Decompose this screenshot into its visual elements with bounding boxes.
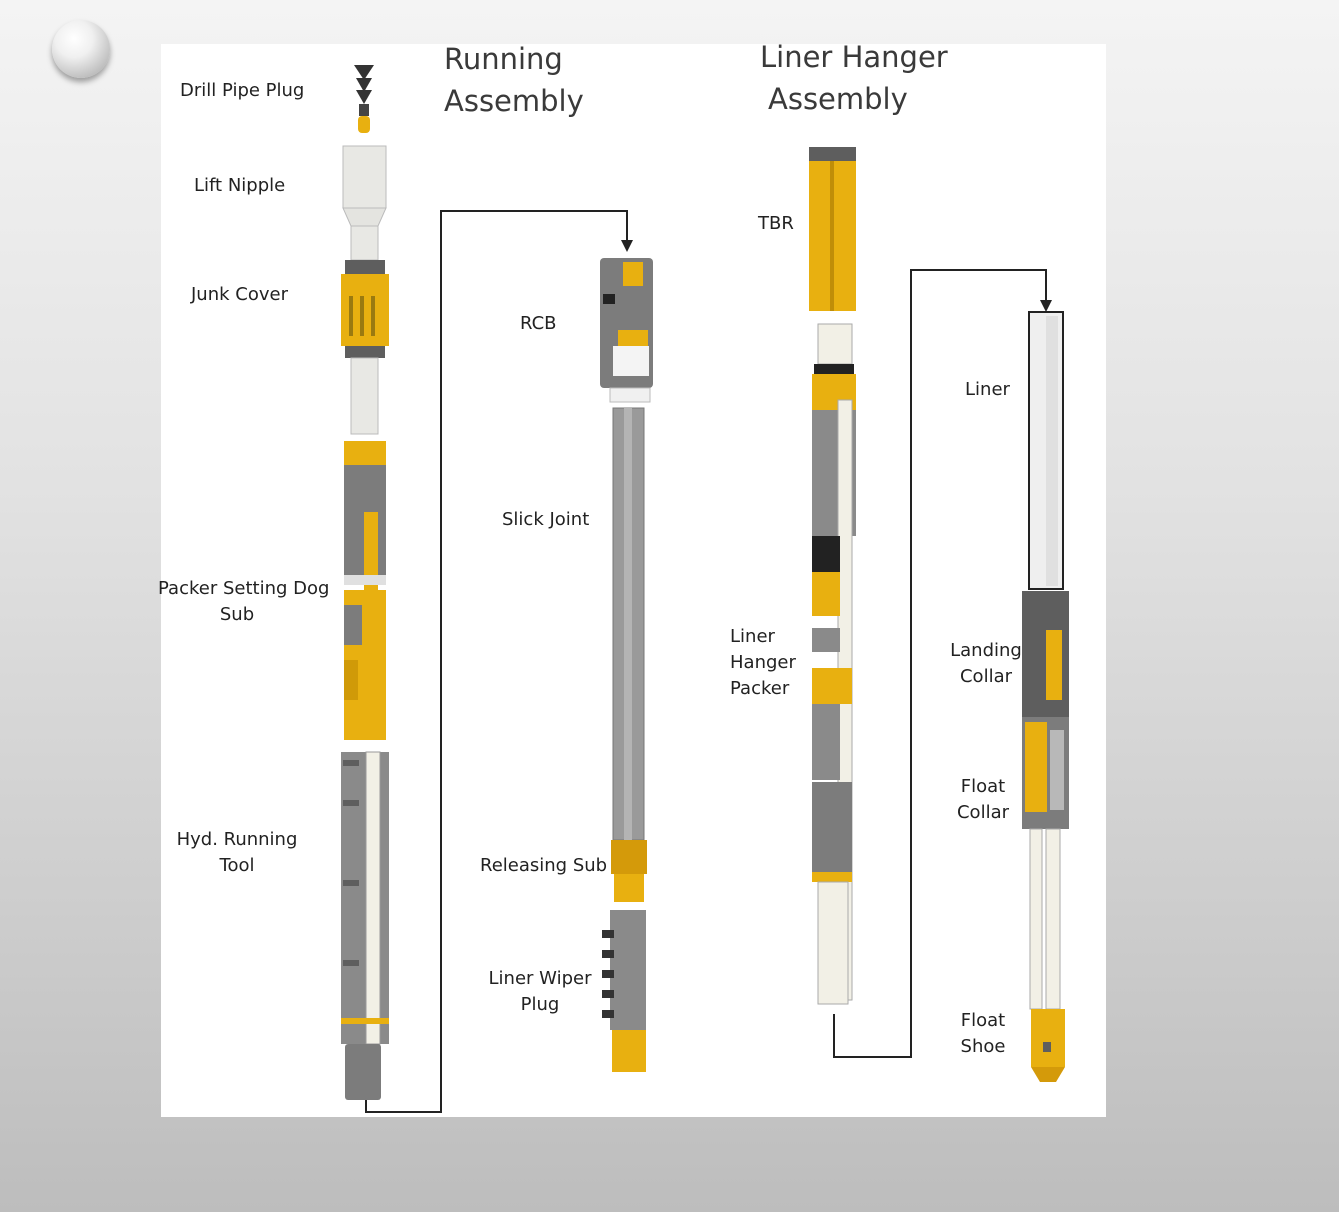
landing-collar-part (1022, 591, 1069, 717)
label-float-shoe-line-2: Shoe (960, 1036, 1006, 1057)
label-rcb: RCB (520, 313, 557, 334)
label-hyd-line-1: Hyd. Running (176, 829, 298, 850)
label-packer-setting-dog-sub: Packer Setting Dog Sub (158, 576, 330, 628)
label-packer-line-1: Packer Setting Dog (158, 578, 330, 599)
label-landing-line-2: Collar (959, 666, 1012, 687)
label-liner-wiper-plug: Liner Wiper Plug (484, 966, 596, 1018)
liner-hanger-assembly-heading: Liner Hanger Assembly (760, 36, 948, 120)
rcb-part (600, 258, 653, 403)
slick-joint-part (612, 407, 645, 841)
liner-hanger-heading-line-1: Liner Hanger (760, 40, 948, 74)
label-landing-line-1: Landing (950, 640, 1022, 661)
releasing-sub-part (611, 840, 647, 902)
connector-running-to-rcb (365, 210, 633, 1113)
label-lhp-line-2: Hanger (730, 652, 796, 673)
tbr-part (809, 147, 856, 311)
label-slick-joint: Slick Joint (502, 509, 590, 530)
hyd-running-tool-part (341, 751, 389, 1100)
float-shoe-part (1031, 1009, 1065, 1082)
label-wiper-line-1: Liner Wiper (488, 968, 592, 989)
slide-bullet-icon (52, 20, 110, 78)
label-float-collar: Float Collar (948, 774, 1018, 826)
packer-setting-dog-sub-part (344, 441, 386, 740)
junk-cover-part (341, 260, 389, 435)
label-liner: Liner (965, 379, 1010, 400)
drill-pipe-plug-part (354, 65, 374, 133)
label-lhp-line-3: Packer (730, 678, 790, 699)
label-float-shoe-line-1: Float (960, 1010, 1006, 1031)
liner-wiper-plug-part (602, 910, 646, 1072)
label-float-shoe: Float Shoe (948, 1008, 1018, 1060)
label-hyd-line-2: Tool (219, 855, 255, 876)
connector-hanger-to-liner (833, 269, 1052, 1058)
label-packer-line-2: Sub (219, 604, 255, 625)
running-heading-line-1: Running (444, 42, 563, 76)
label-lhp-line-1: Liner (730, 626, 775, 647)
label-hyd-running-tool: Hyd. Running Tool (172, 827, 302, 879)
label-junk-cover: Junk Cover (191, 284, 288, 305)
label-releasing-sub: Releasing Sub (480, 855, 608, 876)
float-collar-part (1022, 717, 1069, 1010)
label-tbr: TBR (758, 213, 794, 234)
label-landing-collar: Landing Collar (946, 638, 1026, 690)
label-float-collar-line-2: Collar (956, 802, 1009, 823)
liner-hanger-heading-line-2: Assembly (768, 82, 908, 116)
label-lift-nipple: Lift Nipple (194, 175, 286, 196)
label-drill-pipe-plug: Drill Pipe Plug (180, 80, 305, 101)
label-wiper-line-2: Plug (520, 994, 560, 1015)
lift-nipple-part (342, 145, 387, 261)
running-assembly-heading: Running Assembly (444, 38, 584, 122)
liner-hanger-packer-part (812, 323, 856, 1005)
running-heading-line-2: Assembly (444, 84, 584, 118)
label-float-collar-line-1: Float (960, 776, 1006, 797)
label-liner-hanger-packer: Liner Hanger Packer (730, 624, 796, 702)
liner-part (1028, 311, 1064, 590)
